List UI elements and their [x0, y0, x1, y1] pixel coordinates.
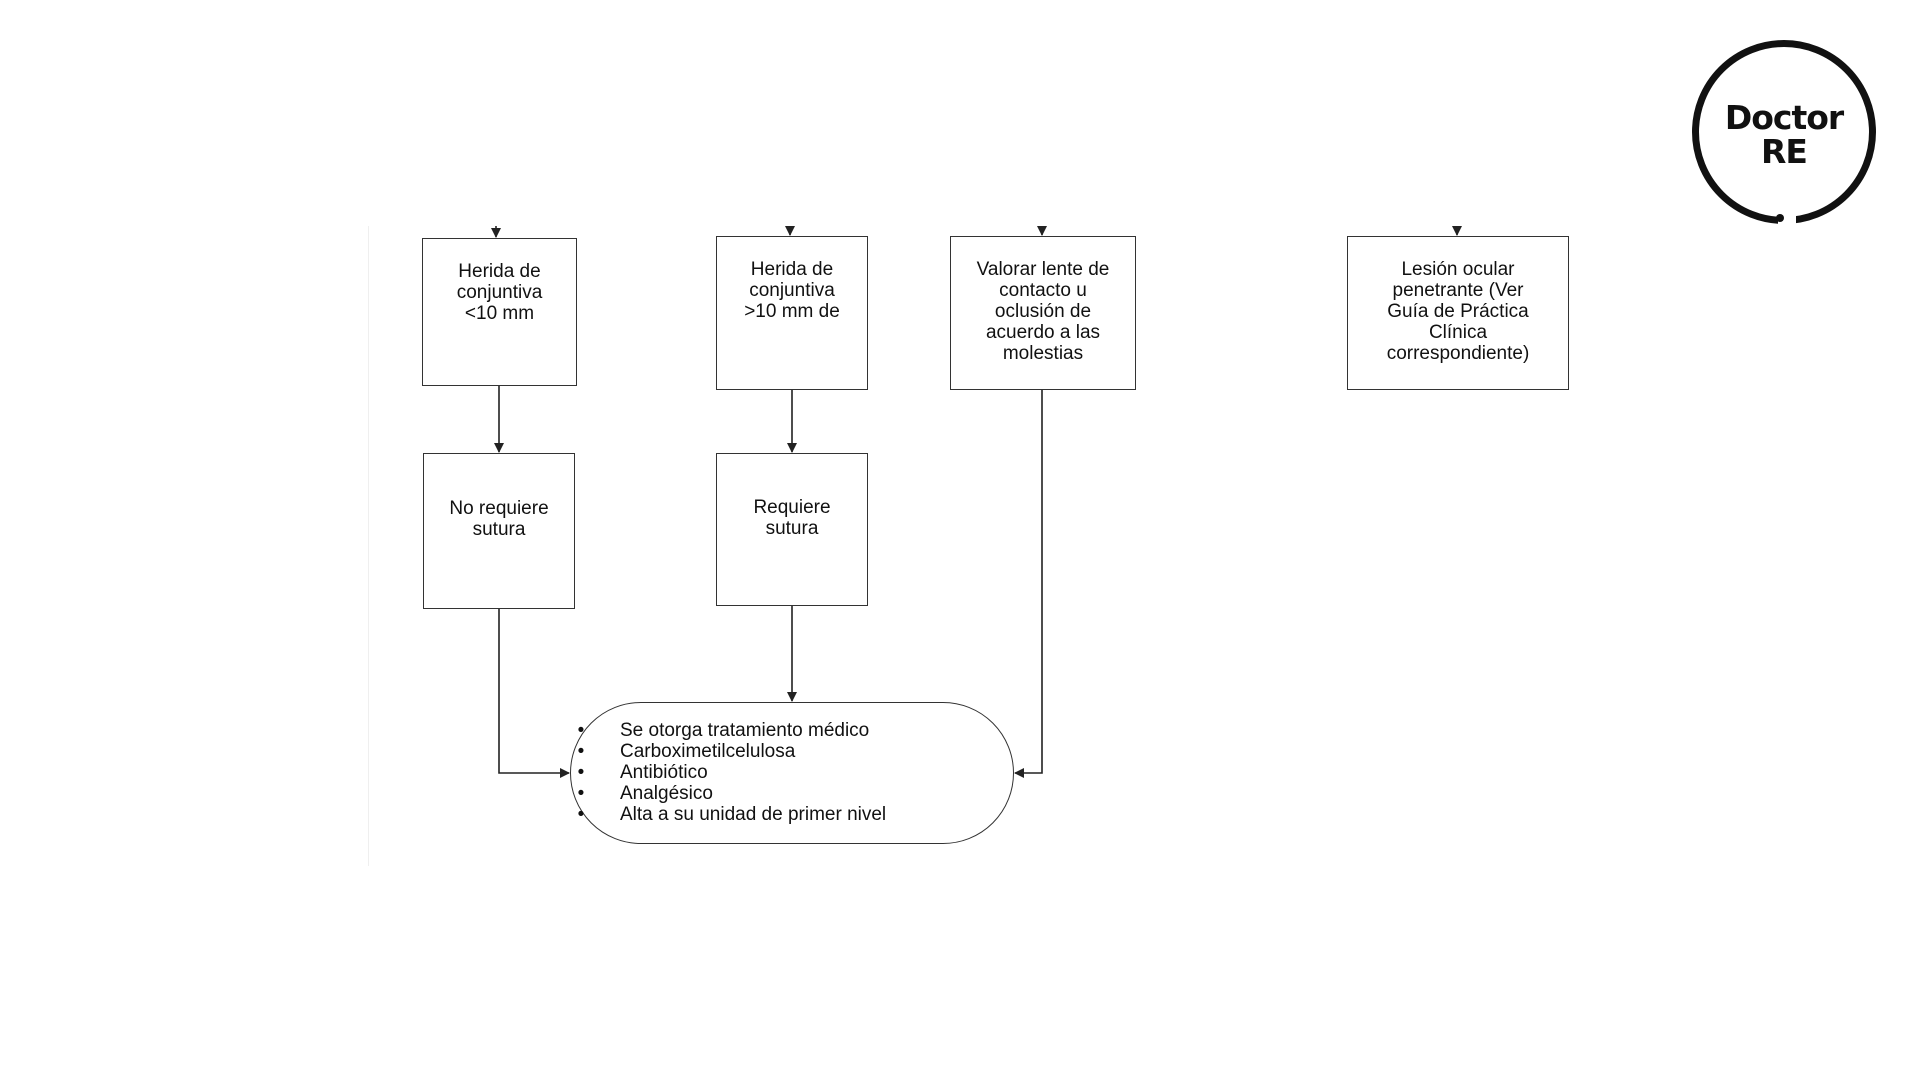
treatment-item: • Alta a su unidad de primer nivel	[578, 804, 887, 825]
bullet-mark: •	[577, 804, 585, 825]
treatment-item: • Antibiótico	[578, 762, 886, 783]
node-contact-lens: Valorar lente de contacto u oclusión de …	[950, 236, 1136, 390]
node-wound-over-10mm: Herida de conjuntiva >10 mm de	[716, 236, 868, 390]
arrow-n5-to-terminal	[498, 609, 570, 778]
bullet-mark: •	[577, 762, 585, 783]
node-suture: Requiere sutura	[716, 453, 868, 606]
node-no-suture: No requiere sutura	[423, 453, 575, 609]
treatment-item-text: Carboximetilcelulosa	[620, 741, 796, 762]
treatment-item-text: Alta a su unidad de primer nivel	[620, 804, 887, 825]
bullet-mark: •	[577, 720, 585, 741]
treatment-item-text: Analgésico	[620, 783, 713, 804]
logo-plug-icon	[1776, 214, 1784, 222]
terminal-treatment	[570, 702, 1014, 844]
treatment-list: • Se otorga tratamiento médico • Carboxime…	[578, 720, 887, 825]
treatment-item: • Analgésico	[578, 783, 886, 804]
scan-edge-line	[368, 226, 369, 866]
arrow-n3-to-terminal	[1014, 390, 1043, 778]
treatment-item: • Se otorga tratamiento médico	[578, 720, 886, 741]
bullet-mark: •	[577, 741, 585, 762]
treatment-item-text: Antibiótico	[620, 762, 708, 783]
bullet-mark: •	[577, 783, 585, 804]
logo-text: Doctor RE	[1724, 98, 1844, 171]
treatment-item-text: Se otorga tratamiento médico	[620, 720, 870, 741]
node-penetrating-injury: Lesión ocular penetrante (Ver Guía de Pr…	[1347, 236, 1569, 390]
treatment-item: • Carboximetilcelulosa	[578, 741, 886, 762]
doctor-re-logo: Doctor RE	[1692, 40, 1876, 228]
node-wound-under-10mm: Herida de conjuntiva <10 mm	[422, 238, 577, 386]
